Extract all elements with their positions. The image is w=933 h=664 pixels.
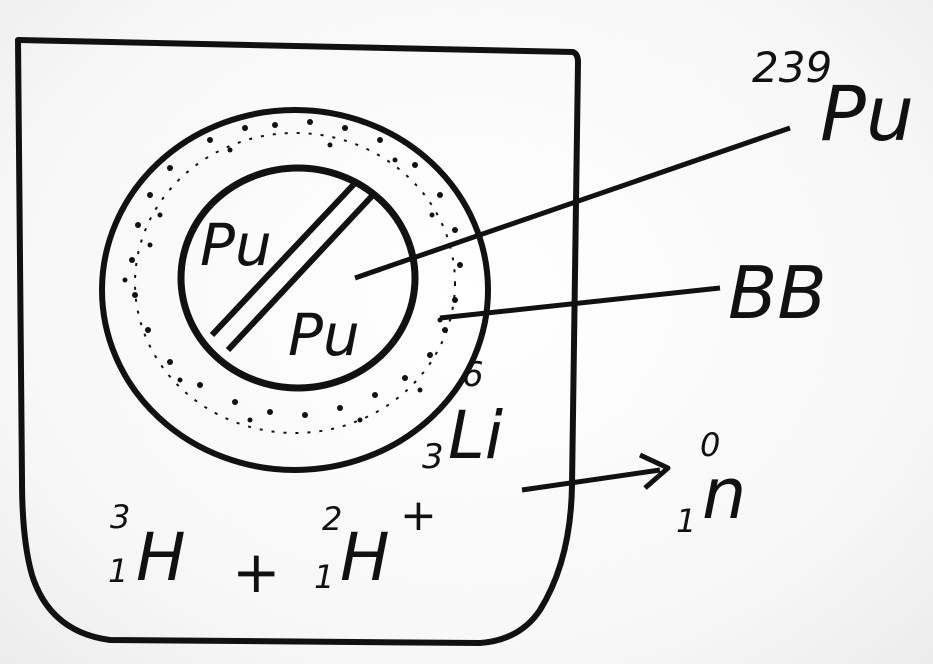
bb-label: BB <box>728 251 827 335</box>
tritium-symbol: H <box>136 519 186 596</box>
lithium-dots <box>122 119 463 423</box>
lithium-layer-inner <box>134 132 456 434</box>
pu-hemisphere-right-label: Pu <box>288 301 360 369</box>
neutron-symbol: n <box>702 453 746 535</box>
neutron-atomic-number: 1 <box>676 502 696 540</box>
plus-sign: + <box>232 538 281 606</box>
outer-casing <box>15 37 581 646</box>
tritium-atomic-number: 1 <box>108 552 128 590</box>
lithium-symbol: Li <box>448 397 504 474</box>
plutonium-core <box>177 164 419 392</box>
tritium-mass-number: 3 <box>110 498 130 536</box>
bb-leader-line <box>439 285 721 321</box>
neutron-mass-number: 0 <box>700 426 720 464</box>
pu-leader-line <box>354 125 791 281</box>
neutron-arrow-shaft <box>521 467 661 493</box>
lithium-layer-outer <box>99 107 491 473</box>
deuterium-charge: + <box>400 490 437 541</box>
core-divider-b <box>225 193 375 353</box>
lithium-mass-number: 6 <box>462 355 484 395</box>
deuterium-atomic-number: 1 <box>314 558 334 596</box>
deuterium-symbol: H <box>340 519 390 596</box>
pu239-symbol: Pu <box>820 69 914 158</box>
core-divider-a <box>209 179 359 338</box>
neutron-arrow-head <box>638 452 671 490</box>
lithium-atomic-number: 3 <box>422 437 444 477</box>
deuterium-mass-number: 2 <box>322 500 342 538</box>
pu239-mass-number: 239 <box>752 43 832 92</box>
pu-hemisphere-left-label: Pu <box>200 211 272 279</box>
